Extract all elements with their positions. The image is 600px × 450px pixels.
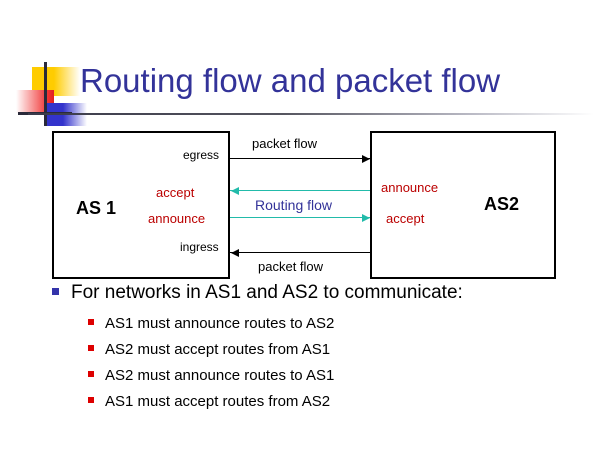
bullet-square-icon bbox=[88, 319, 94, 325]
page-title: Routing flow and packet flow bbox=[80, 62, 501, 99]
bullet-level2-text: AS2 must accept routes from AS1 bbox=[105, 341, 331, 358]
as2-box bbox=[370, 131, 556, 279]
routing-flow-label: Routing flow bbox=[255, 197, 333, 213]
list-item: AS1 must announce routes to AS2 bbox=[88, 315, 568, 341]
bullet-square-icon bbox=[52, 288, 59, 295]
bullet-level1: For networks in AS1 and AS2 to communica… bbox=[52, 282, 463, 304]
bullet-level2-text: AS2 must announce routes to AS1 bbox=[105, 367, 335, 384]
logo-yellow-gradient bbox=[54, 67, 80, 96]
as1-box bbox=[52, 131, 230, 279]
as1-egress-label: egress bbox=[183, 148, 220, 162]
logo-vertical-line bbox=[44, 62, 47, 126]
title-divider bbox=[28, 113, 594, 115]
as1-ingress-label: ingress bbox=[180, 240, 219, 254]
as1-announce-label: announce bbox=[148, 211, 206, 226]
bullet-square-icon bbox=[88, 397, 94, 403]
bullet-sublist: AS1 must announce routes to AS2 AS2 must… bbox=[88, 315, 568, 419]
routing-flow-upper-arrowhead-icon bbox=[231, 187, 239, 195]
routing-flow-upper-line bbox=[230, 190, 370, 191]
as2-announce-label: announce bbox=[381, 180, 439, 195]
list-item: AS2 must announce routes to AS1 bbox=[88, 367, 568, 393]
bullet-square-icon bbox=[88, 345, 94, 351]
logo-yellow-square bbox=[32, 67, 54, 96]
packet-flow-bottom-arrowhead-icon bbox=[231, 249, 239, 257]
bullet-square-icon bbox=[88, 371, 94, 377]
packet-flow-bottom-label: packet flow bbox=[258, 259, 324, 274]
routing-flow-lower-line bbox=[230, 217, 370, 218]
as1-label: AS 1 bbox=[76, 198, 117, 218]
bullet-level1-text: For networks in AS1 and AS2 to communica… bbox=[71, 282, 463, 303]
list-item: AS1 must accept routes from AS2 bbox=[88, 393, 568, 419]
as1-accept-label: accept bbox=[156, 185, 195, 200]
bullet-level2-text: AS1 must accept routes from AS2 bbox=[105, 393, 331, 410]
as2-accept-label: accept bbox=[386, 211, 425, 226]
as2-label: AS2 bbox=[484, 194, 520, 214]
packet-flow-top-line bbox=[230, 158, 370, 159]
packet-flow-top-label: packet flow bbox=[252, 136, 318, 151]
packet-flow-top-arrowhead-icon bbox=[362, 155, 370, 163]
packet-flow-bottom-line bbox=[230, 252, 370, 253]
list-item: AS2 must accept routes from AS1 bbox=[88, 341, 568, 367]
bullet-level2-text: AS1 must announce routes to AS2 bbox=[105, 315, 335, 332]
routing-flow-lower-arrowhead-icon bbox=[362, 214, 370, 222]
